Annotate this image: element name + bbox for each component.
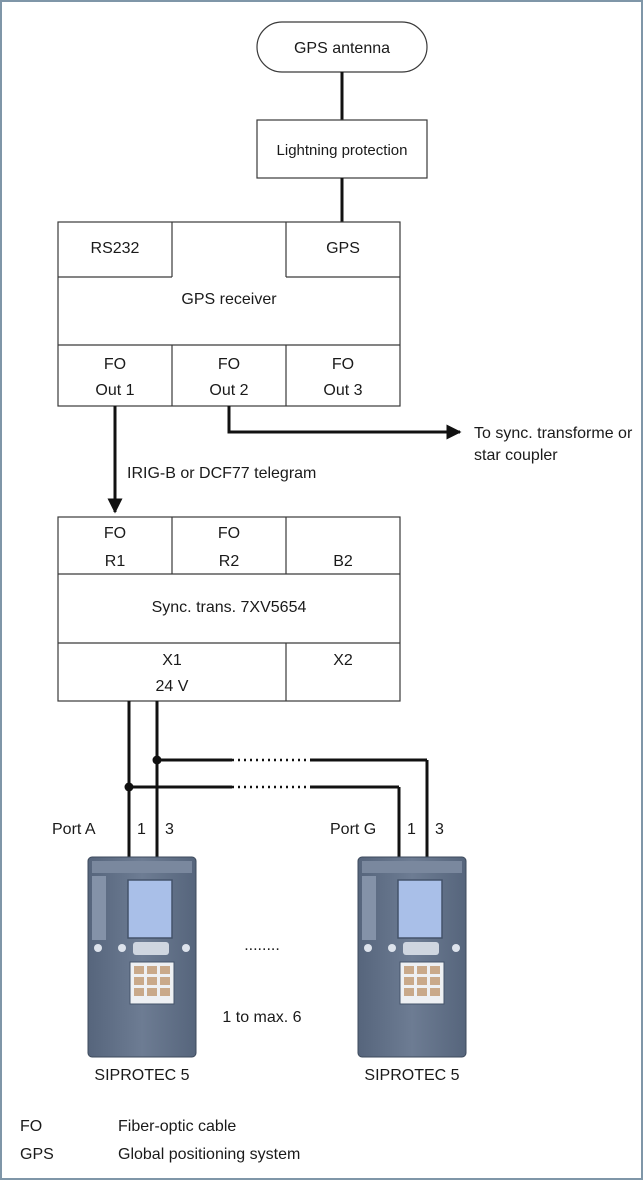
port-out1-label: Out 1 [95, 382, 134, 399]
port-a-pin3: 3 [165, 821, 174, 838]
sync-x2-label: X2 [333, 652, 353, 669]
to-sync-line1: To sync. transforme or [474, 425, 633, 442]
sync-voltage-label: 24 V [156, 678, 189, 695]
siprotec-device-left [88, 857, 196, 1057]
device-screen-right [398, 880, 442, 938]
to-sync-line2: star coupler [474, 447, 558, 464]
telegram-label: IRIG-B or DCF77 telegram [127, 465, 316, 482]
port-a-label: Port A [52, 821, 96, 838]
gps-antenna-node: GPS antenna [257, 22, 427, 72]
legend: FO Fiber-optic cable GPS Global position… [20, 1118, 300, 1163]
sync-trans-title: Sync. trans. 7XV5654 [152, 599, 307, 616]
arrow-to-sync-transformer [229, 406, 460, 432]
legend-abbr-gps: GPS [20, 1146, 54, 1163]
rs232-label: RS232 [91, 240, 140, 257]
port-fo-out2: FO [218, 356, 240, 373]
gps-receiver-title: GPS receiver [181, 291, 277, 308]
device-right-label: SIPROTEC 5 [364, 1067, 459, 1084]
port-out3-label: Out 3 [323, 382, 362, 399]
port-g-pin3: 3 [435, 821, 444, 838]
gps-label: GPS [326, 240, 360, 257]
siprotec-device-right [358, 857, 466, 1057]
sync-r2-label: R2 [219, 553, 240, 570]
port-a-pin1: 1 [137, 821, 146, 838]
device-screen-left [128, 880, 172, 938]
sync-x1-label: X1 [162, 652, 182, 669]
port-g-label: Port G [330, 821, 376, 838]
legend-desc-gps: Global positioning system [118, 1146, 300, 1163]
lightning-protection-label: Lightning protection [277, 142, 408, 159]
gps-receiver-node: RS232 GPS GPS receiver FO Out 1 FO Out 2… [58, 222, 400, 406]
sync-r1-fo: FO [104, 525, 126, 542]
port-g-pin1: 1 [407, 821, 416, 838]
port-out2-label: Out 2 [209, 382, 248, 399]
sync-r2-fo: FO [218, 525, 240, 542]
lightning-protection-node: Lightning protection [257, 120, 427, 178]
device-left-label: SIPROTEC 5 [94, 1067, 189, 1084]
sync-b2-label: B2 [333, 553, 353, 570]
devices-ellipsis: ........ [244, 937, 280, 954]
legend-desc-fo: Fiber-optic cable [118, 1118, 236, 1135]
legend-abbr-fo: FO [20, 1118, 42, 1135]
sync-transformer-node: FO R1 FO R2 B2 Sync. trans. 7XV5654 X1 2… [58, 517, 400, 701]
device-count-note: 1 to max. 6 [222, 1009, 301, 1026]
port-fo-out1: FO [104, 356, 126, 373]
gps-antenna-label: GPS antenna [294, 40, 390, 57]
port-fo-out3: FO [332, 356, 354, 373]
sync-r1-label: R1 [105, 553, 126, 570]
